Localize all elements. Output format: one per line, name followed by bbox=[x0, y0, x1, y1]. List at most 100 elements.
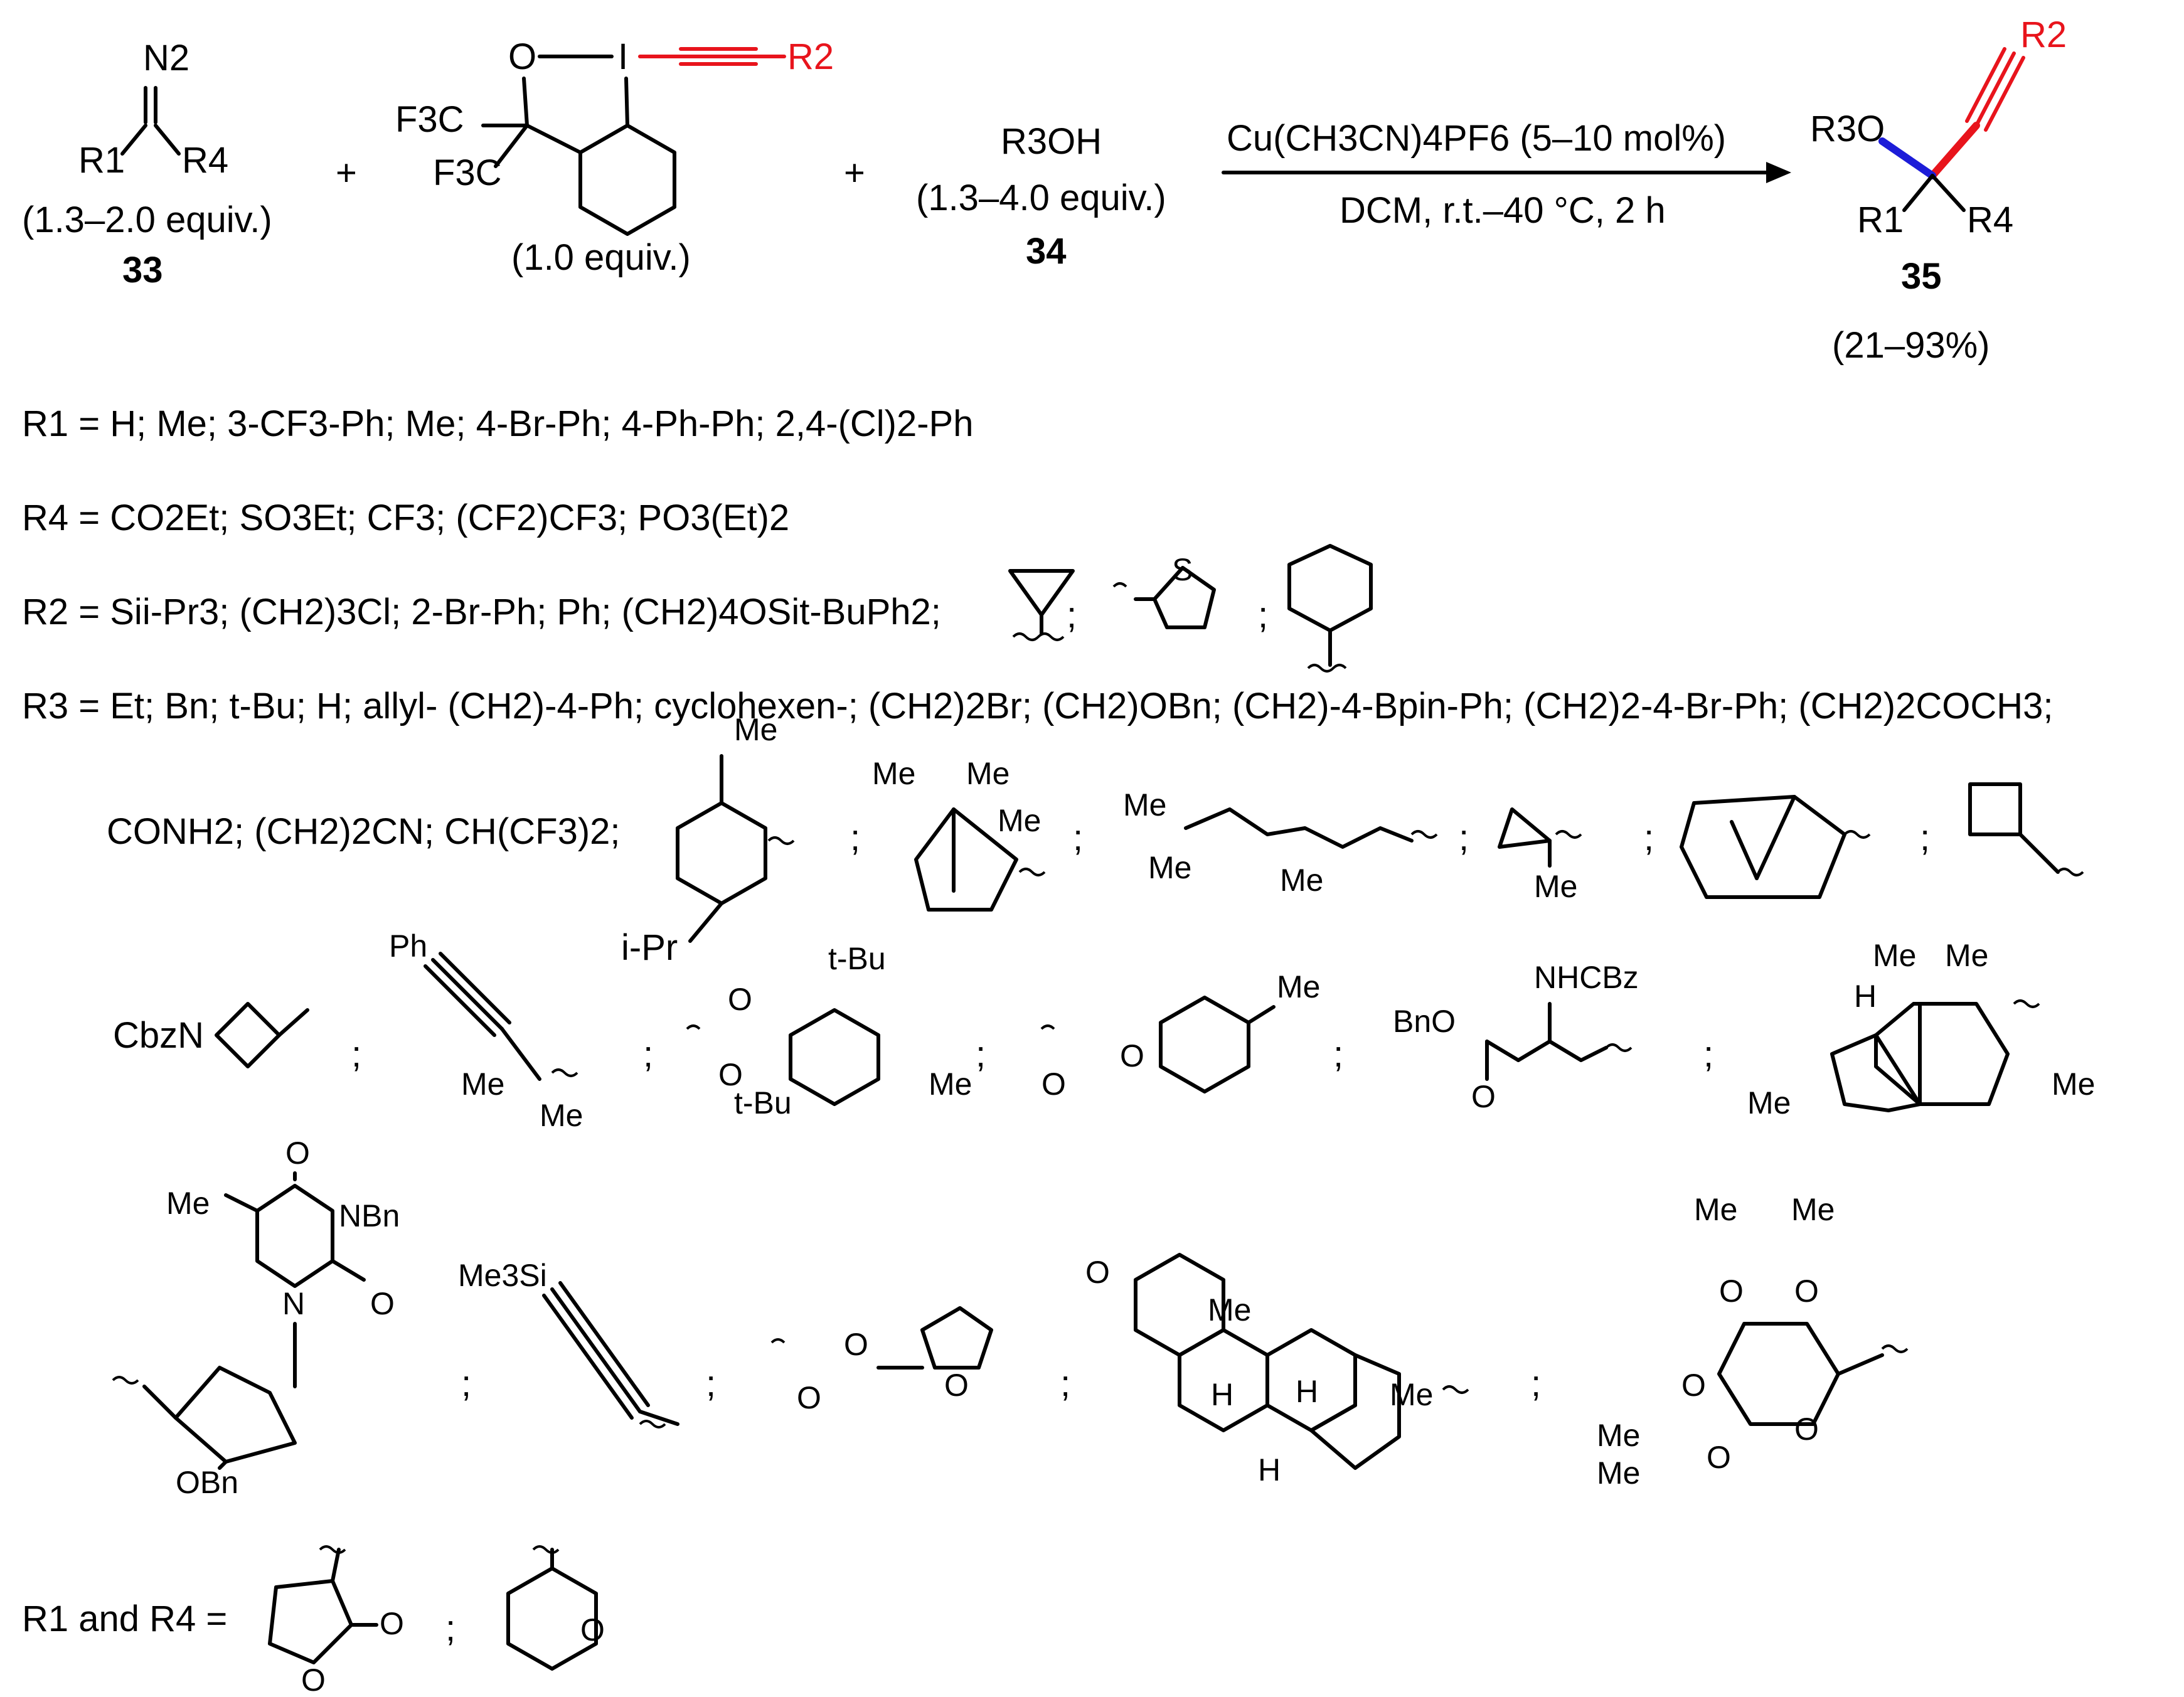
aryl-o: O bbox=[728, 982, 752, 1017]
r1-label: R1 bbox=[78, 140, 125, 181]
furfuryl-o-2: O bbox=[944, 1368, 969, 1403]
cyclohexenyl-structure bbox=[1287, 544, 1373, 673]
sep: ; bbox=[351, 1034, 361, 1075]
serine-nhcbz: NHCBz bbox=[1534, 960, 1639, 995]
cyclopropyl-me: Me bbox=[1534, 869, 1577, 904]
ebx-i-label: I bbox=[618, 36, 628, 77]
tms-alkyne-structure: Me3Si ; bbox=[458, 1258, 716, 1428]
r3-scope-line1: R3 = Et; Bn; t-Bu; H; allyl- (CH2)-4-Ph;… bbox=[22, 686, 2053, 726]
sep: ; bbox=[1333, 1034, 1343, 1075]
cf3-label-a: F3C bbox=[395, 99, 464, 140]
geranyl-me-1: Me bbox=[1123, 787, 1166, 822]
lactone-carbonyl-o: O bbox=[380, 1606, 404, 1641]
methylcyclopropyl-structure: Me ; bbox=[1498, 807, 1654, 904]
r4-scope: R4 = CO2Et; SO3Et; CF3; (CF2)CF3; PO3(Et… bbox=[22, 497, 789, 538]
azetidine-structure: CbzN ; bbox=[113, 1002, 361, 1075]
product-r3o-label: R3O bbox=[1810, 109, 1885, 149]
ebx-r2-label: R2 bbox=[787, 36, 834, 77]
furfuryl-ester-structure: O O O ; bbox=[770, 1306, 1070, 1415]
product-35: R2 R3O R1 R4 35 (21–93%) bbox=[1810, 14, 2067, 366]
serine-bno: BnO bbox=[1393, 1004, 1456, 1039]
r1-scope: R1 = H; Me; 3-CF3-Ph; Me; 4-Br-Ph; 4-Ph-… bbox=[22, 403, 974, 444]
bornyl-me-2: Me bbox=[966, 756, 1009, 791]
r2-scope: R2 = Sii-Pr3; (CH2)3Cl; 2-Br-Ph; Ph; (CH… bbox=[22, 592, 941, 632]
furfuryl-carbonyl-o: O bbox=[797, 1380, 821, 1415]
alcohol-formula: R3OH bbox=[1001, 121, 1102, 162]
sugar-o-1: O bbox=[1719, 1274, 1744, 1309]
r3-scope-line2: CONH2; (CH2)2CN; CH(CF3)2; bbox=[107, 811, 621, 852]
geranyl-me-3: Me bbox=[1280, 863, 1323, 898]
sep: ; bbox=[1920, 817, 1930, 858]
product-r4-label: R4 bbox=[1967, 199, 2013, 240]
plus-sign-2: + bbox=[844, 152, 865, 193]
azetidine-label: CbzN bbox=[113, 1015, 204, 1056]
yield-label: (21–93%) bbox=[1832, 325, 1990, 366]
tolyl-o: O bbox=[1120, 1038, 1144, 1073]
lactone-structure: O O ; bbox=[268, 1545, 455, 1697]
r4-label: R4 bbox=[182, 140, 228, 181]
steroid-structure: O Me Me H H H ; bbox=[1085, 1253, 1541, 1487]
propargyl-structure: Ph Me Me ; bbox=[389, 928, 653, 1133]
equiv-ebx: (1.0 equiv.) bbox=[511, 237, 691, 278]
r1r4-joint-label: R1 and R4 = bbox=[22, 1599, 227, 1639]
steroid-me-1: Me bbox=[1208, 1292, 1251, 1327]
sep: ; bbox=[445, 1608, 455, 1649]
sep: ; bbox=[1073, 817, 1083, 858]
cedrol-me-2: Me bbox=[1945, 938, 1988, 973]
sep: ; bbox=[1531, 1363, 1541, 1404]
aryl-tbu-2: t-Bu bbox=[734, 1085, 792, 1120]
tetrahydropyran-structure: O bbox=[506, 1545, 605, 1671]
bornyl-me-3: Me bbox=[998, 803, 1041, 838]
propargyl-me-2: Me bbox=[540, 1098, 583, 1133]
cyclopropyl-structure: ; bbox=[1008, 569, 1077, 641]
steroid-h-2: H bbox=[1296, 1374, 1318, 1409]
propargyl-ph: Ph bbox=[389, 928, 427, 964]
steroid-o: O bbox=[1085, 1255, 1110, 1290]
aryl-tbu-1: t-Bu bbox=[828, 941, 886, 976]
catalyst-label: Cu(CH3CN)4PF6 (5–10 mol%) bbox=[1227, 118, 1726, 159]
tolyl-carbonyl-o: O bbox=[1041, 1067, 1066, 1102]
thymidine-o-1: O bbox=[285, 1136, 310, 1171]
sep: ; bbox=[461, 1363, 471, 1404]
thymidine-obn: OBn bbox=[176, 1465, 238, 1500]
cedrol-structure: Me Me H Me Me bbox=[1747, 938, 2095, 1120]
equiv-34: (1.3–4.0 equiv.) bbox=[916, 178, 1166, 218]
sugar-me-3: Me bbox=[1597, 1418, 1640, 1453]
cf3-label-b: F3C bbox=[433, 152, 502, 193]
serine-structure: BnO NHCBz O ; bbox=[1393, 960, 1713, 1114]
menthyl-ipr: i-Pr bbox=[621, 927, 678, 968]
thymidine-me: Me bbox=[166, 1186, 210, 1221]
compound-number-34: 34 bbox=[1026, 231, 1067, 272]
tolyl-ester-structure: O O Me ; bbox=[1040, 969, 1343, 1102]
sugar-me-4: Me bbox=[1597, 1455, 1640, 1491]
cedrol-me-4: Me bbox=[2052, 1067, 2095, 1102]
plus-sign: + bbox=[336, 152, 357, 193]
serine-o: O bbox=[1471, 1079, 1496, 1114]
product-r1-label: R1 bbox=[1857, 199, 1904, 240]
lactone-ring-o: O bbox=[301, 1662, 326, 1697]
thp-o: O bbox=[580, 1612, 605, 1647]
compound-number-35: 35 bbox=[1901, 256, 1942, 297]
sugar-me-2: Me bbox=[1791, 1192, 1835, 1227]
tms-label: Me3Si bbox=[458, 1258, 547, 1293]
thiophene-s: S bbox=[1172, 552, 1193, 587]
sep: ; bbox=[1703, 1034, 1713, 1075]
sep: ; bbox=[850, 817, 860, 858]
bornyl-me-1: Me bbox=[872, 756, 915, 791]
furfuryl-o-1: O bbox=[844, 1327, 868, 1362]
menthyl-me: Me bbox=[734, 712, 777, 747]
thiophene-structure: S ; bbox=[1112, 552, 1268, 636]
steroid-me-2: Me bbox=[1390, 1377, 1433, 1412]
product-r2-label: R2 bbox=[2020, 14, 2067, 55]
ebx-o-label: O bbox=[508, 36, 536, 77]
steroid-h-1: H bbox=[1211, 1377, 1233, 1412]
thymidine-n: N bbox=[282, 1286, 305, 1321]
sep: ; bbox=[976, 1034, 986, 1075]
tolyl-me: Me bbox=[1277, 969, 1320, 1004]
sep: ; bbox=[706, 1363, 716, 1404]
alcohol-34: R3OH (1.3–4.0 equiv.) 34 bbox=[916, 121, 1166, 272]
ebx-reagent: O I R2 F3C F3C (1.0 equiv.) bbox=[395, 36, 834, 278]
propargyl-me-1: Me bbox=[461, 1067, 504, 1102]
conditions-label: DCM, r.t.–40 °C, 2 h bbox=[1340, 190, 1666, 231]
reaction-arrow: Cu(CH3CN)4PF6 (5–10 mol%) DCM, r.t.–40 °… bbox=[1222, 118, 1791, 231]
